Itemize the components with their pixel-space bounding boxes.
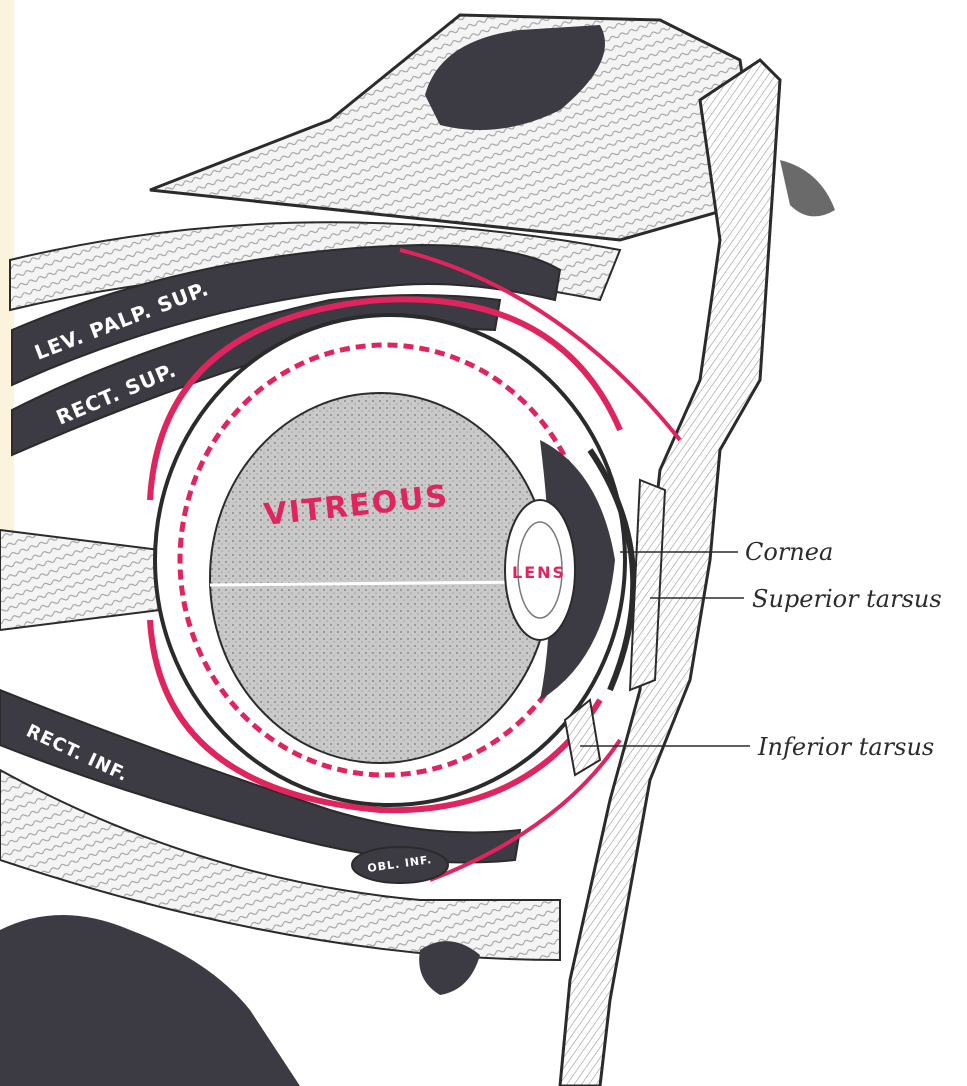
vitreous-body <box>210 393 550 763</box>
label-lens: LENS <box>512 563 566 582</box>
maxillary-sinus-shadow <box>0 915 300 1086</box>
eyebrow-hair <box>780 160 835 216</box>
label-cornea: Cornea <box>745 538 833 566</box>
label-inferior-tarsus: Inferior tarsus <box>757 733 934 761</box>
infraorbital-canal <box>419 941 480 995</box>
label-superior-tarsus: Superior tarsus <box>752 585 942 613</box>
